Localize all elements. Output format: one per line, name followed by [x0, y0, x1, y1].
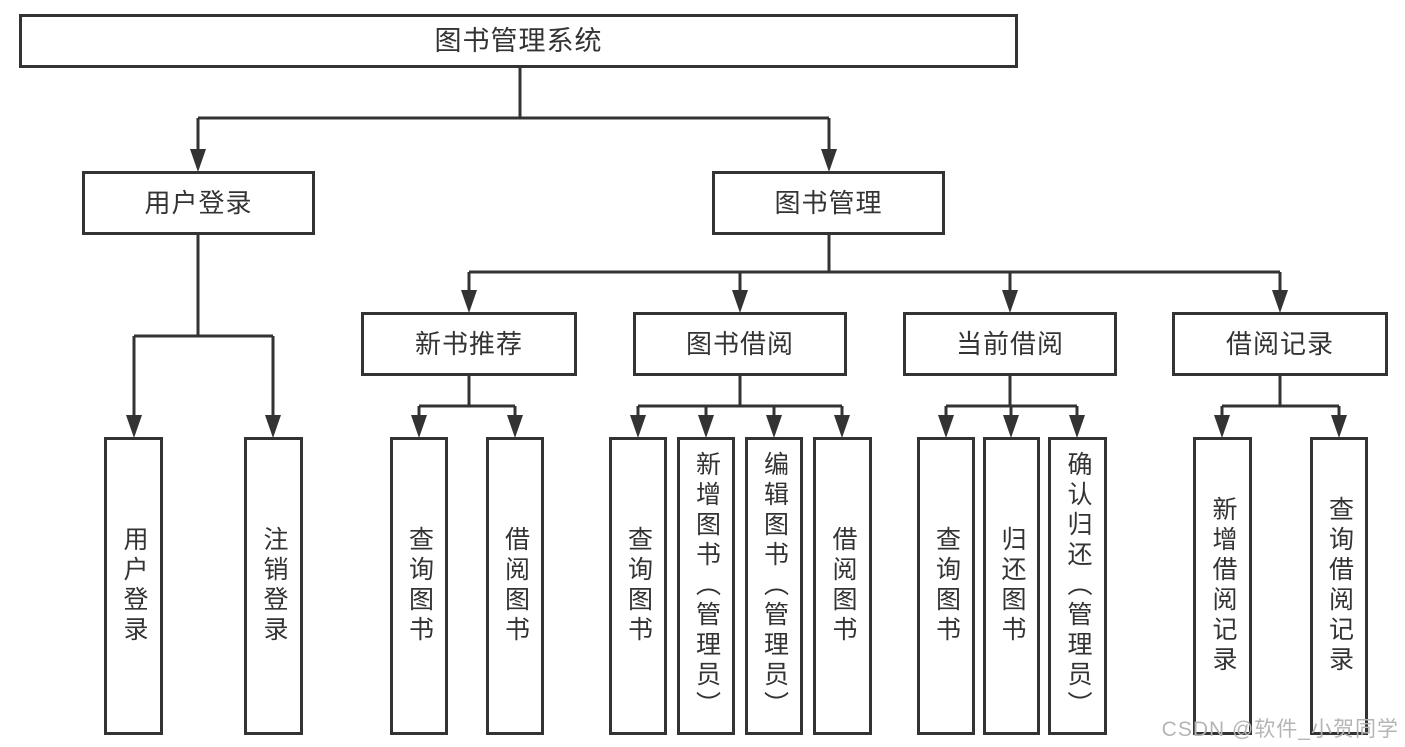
connector-root-to-level1 — [190, 68, 837, 172]
node-new-book-recommend: 新书推荐 — [361, 312, 577, 376]
node-borrow-query-books: 查询图书 — [609, 437, 667, 735]
node-borrow-record: 借阅记录 — [1172, 312, 1388, 376]
csdn-watermark: CSDN @软件_小贺同学 — [1161, 718, 1399, 741]
connector-current-borrow-to-leaves — [938, 376, 1085, 438]
connector-new-book-recommend-to-leaves — [411, 376, 523, 438]
node-current-query-books: 查询图书 — [917, 437, 975, 735]
node-book-management: 图书管理 — [712, 171, 945, 235]
node-borrow-add-books-admin: 新增图书（管理员） — [677, 437, 735, 735]
node-current-borrow: 当前借阅 — [903, 312, 1117, 376]
node-recommend-borrow-books: 借阅图书 — [486, 437, 544, 735]
node-record-add-borrow-record: 新增借阅记录 — [1193, 437, 1252, 735]
node-book-borrow: 图书借阅 — [633, 312, 847, 376]
node-user-login: 用户登录 — [82, 171, 315, 235]
connector-book-management-to-level2 — [461, 235, 1288, 313]
connector-book-borrow-to-leaves — [630, 376, 850, 438]
node-borrow-edit-books-admin: 编辑图书（管理员） — [745, 437, 803, 735]
node-current-confirm-return-admin: 确认归还（管理员） — [1048, 437, 1107, 735]
connector-user-login-to-leaves — [126, 235, 281, 438]
node-recommend-query-books: 查询图书 — [390, 437, 448, 735]
node-record-query-borrow-record: 查询借阅记录 — [1310, 437, 1368, 735]
node-leaf-user-login: 用户登录 — [104, 437, 163, 735]
connector-borrow-record-to-leaves — [1214, 376, 1347, 438]
node-leaf-logout: 注销登录 — [244, 437, 303, 735]
node-borrow-borrow-books: 借阅图书 — [813, 437, 872, 735]
node-library-system: 图书管理系统 — [19, 14, 1018, 68]
node-current-return-books: 归还图书 — [983, 437, 1040, 735]
